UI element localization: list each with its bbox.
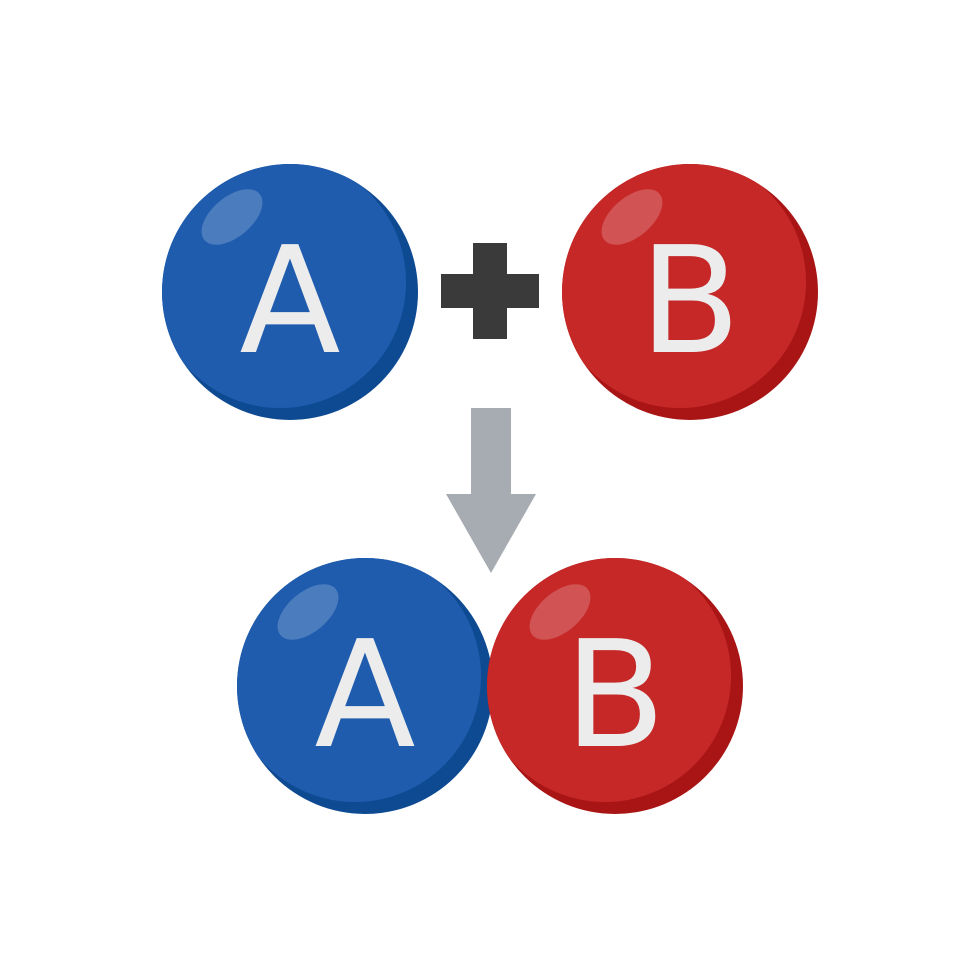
plus-vertical-bar	[473, 243, 507, 339]
plus-operator	[441, 243, 539, 339]
sphere-highlight	[201, 189, 263, 245]
product-b-label: B	[564, 609, 666, 781]
sphere-highlight	[601, 189, 663, 245]
reactant-b-label: B	[639, 215, 741, 387]
reactant-b-sphere: B	[562, 164, 818, 420]
reaction-arrow-icon	[446, 408, 536, 573]
sphere-highlight	[277, 584, 339, 640]
product-b-sphere: B	[487, 558, 743, 814]
reactant-a-label: A	[239, 215, 340, 387]
sphere-highlight	[529, 584, 591, 640]
reactant-a-sphere: A	[162, 164, 418, 420]
product-a-sphere: A	[237, 558, 493, 814]
product-a-label: A	[314, 609, 415, 781]
